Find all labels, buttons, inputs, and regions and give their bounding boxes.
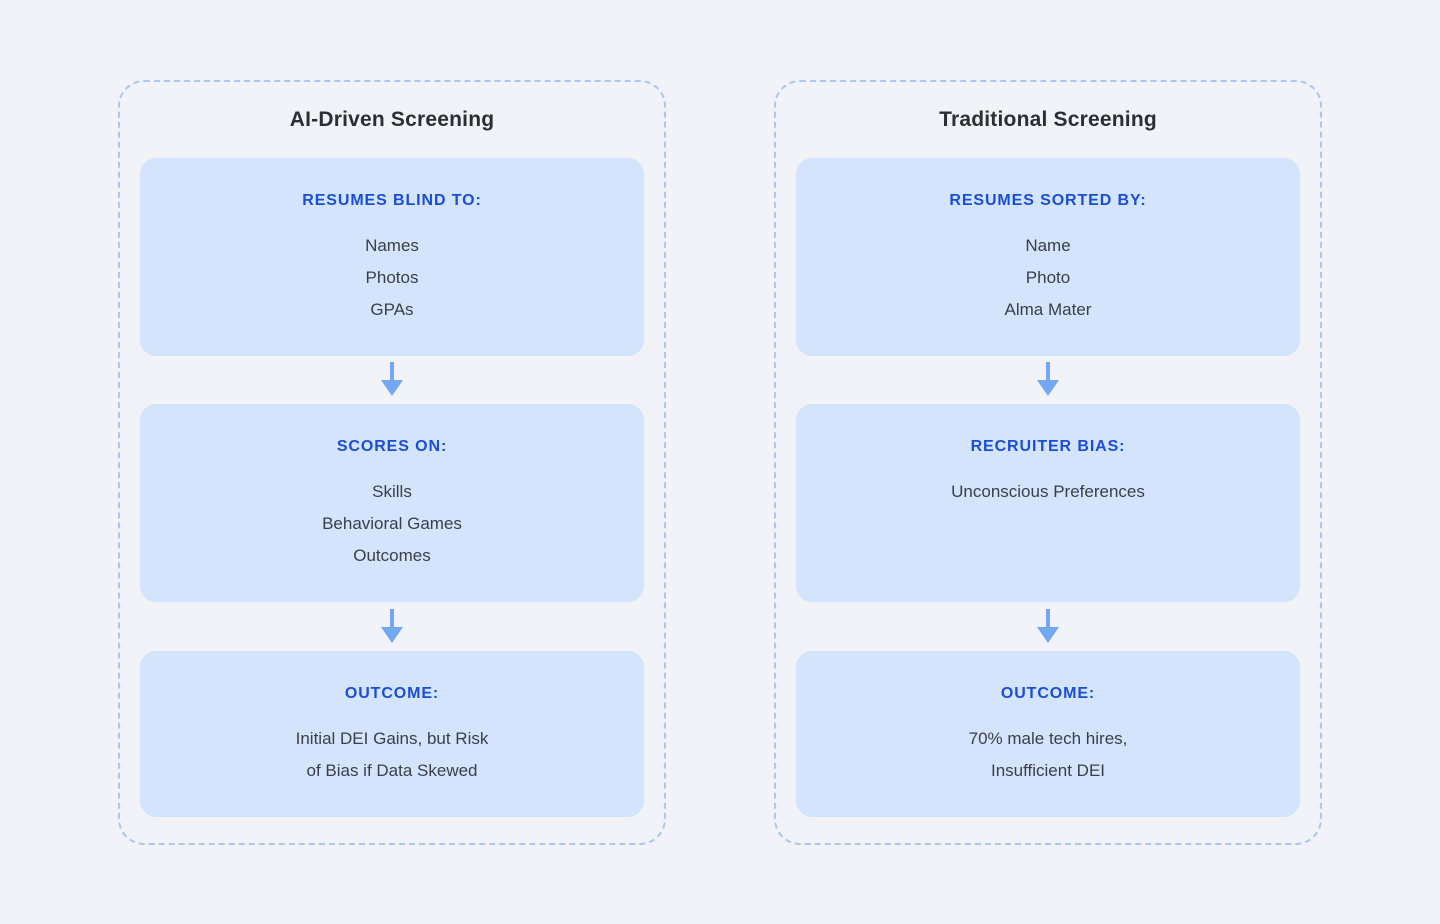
box-line: Alma Mater — [1004, 299, 1092, 319]
panel-traditional-screening: Traditional Screening RESUMES SORTED BY:… — [774, 80, 1322, 845]
panel-title: AI-Driven Screening — [289, 107, 495, 131]
flow-box-resumes-blind-to: RESUMES BLIND TO: Names Photos GPAs — [140, 157, 644, 356]
flow-box-outcome: OUTCOME: 70% male tech hires, Insufficie… — [796, 650, 1300, 817]
arrow-down-icon — [1037, 608, 1059, 643]
box-line: GPAs — [370, 299, 414, 319]
box-heading: RESUMES SORTED BY: — [949, 191, 1147, 209]
box-heading: OUTCOME: — [344, 684, 440, 702]
box-line: Skills — [372, 482, 412, 502]
panel-ai-driven-screening: AI-Driven Screening RESUMES BLIND TO: Na… — [118, 80, 666, 845]
box-line: 70% male tech hires, — [968, 728, 1128, 748]
arrow-down-icon — [1037, 361, 1059, 396]
box-line: of Bias if Data Skewed — [306, 760, 478, 780]
box-line: Initial DEI Gains, but Risk — [295, 728, 489, 748]
flow-box-scores-on: SCORES ON: Skills Behavioral Games Outco… — [140, 404, 644, 603]
arrow-down-icon — [381, 361, 403, 396]
flow-connector — [140, 602, 644, 651]
box-line: Outcomes — [353, 546, 431, 566]
box-heading: RESUMES BLIND TO: — [302, 191, 482, 209]
box-heading: RECRUITER BIAS: — [970, 438, 1126, 456]
box-line: Photo — [1025, 267, 1071, 287]
arrow-down-icon — [381, 608, 403, 643]
box-line: Photos — [365, 267, 419, 287]
box-line: Insufficient DEI — [990, 760, 1106, 780]
panel-title: Traditional Screening — [939, 107, 1157, 131]
box-line: Names — [365, 235, 419, 255]
box-line: Name — [1025, 235, 1071, 255]
box-line: Unconscious Preferences — [951, 482, 1145, 502]
box-heading: SCORES ON: — [336, 438, 448, 456]
box-heading: OUTCOME: — [1000, 684, 1096, 702]
flow-connector — [140, 356, 644, 405]
flow-box-recruiter-bias: RECRUITER BIAS: Unconscious Preferences — [796, 404, 1300, 603]
flow-box-outcome: OUTCOME: Initial DEI Gains, but Risk of … — [140, 650, 644, 817]
flow-connector — [796, 356, 1300, 405]
flow-connector — [796, 602, 1300, 651]
box-line: Behavioral Games — [322, 514, 462, 534]
flow-box-resumes-sorted-by: RESUMES SORTED BY: Name Photo Alma Mater — [796, 157, 1300, 356]
